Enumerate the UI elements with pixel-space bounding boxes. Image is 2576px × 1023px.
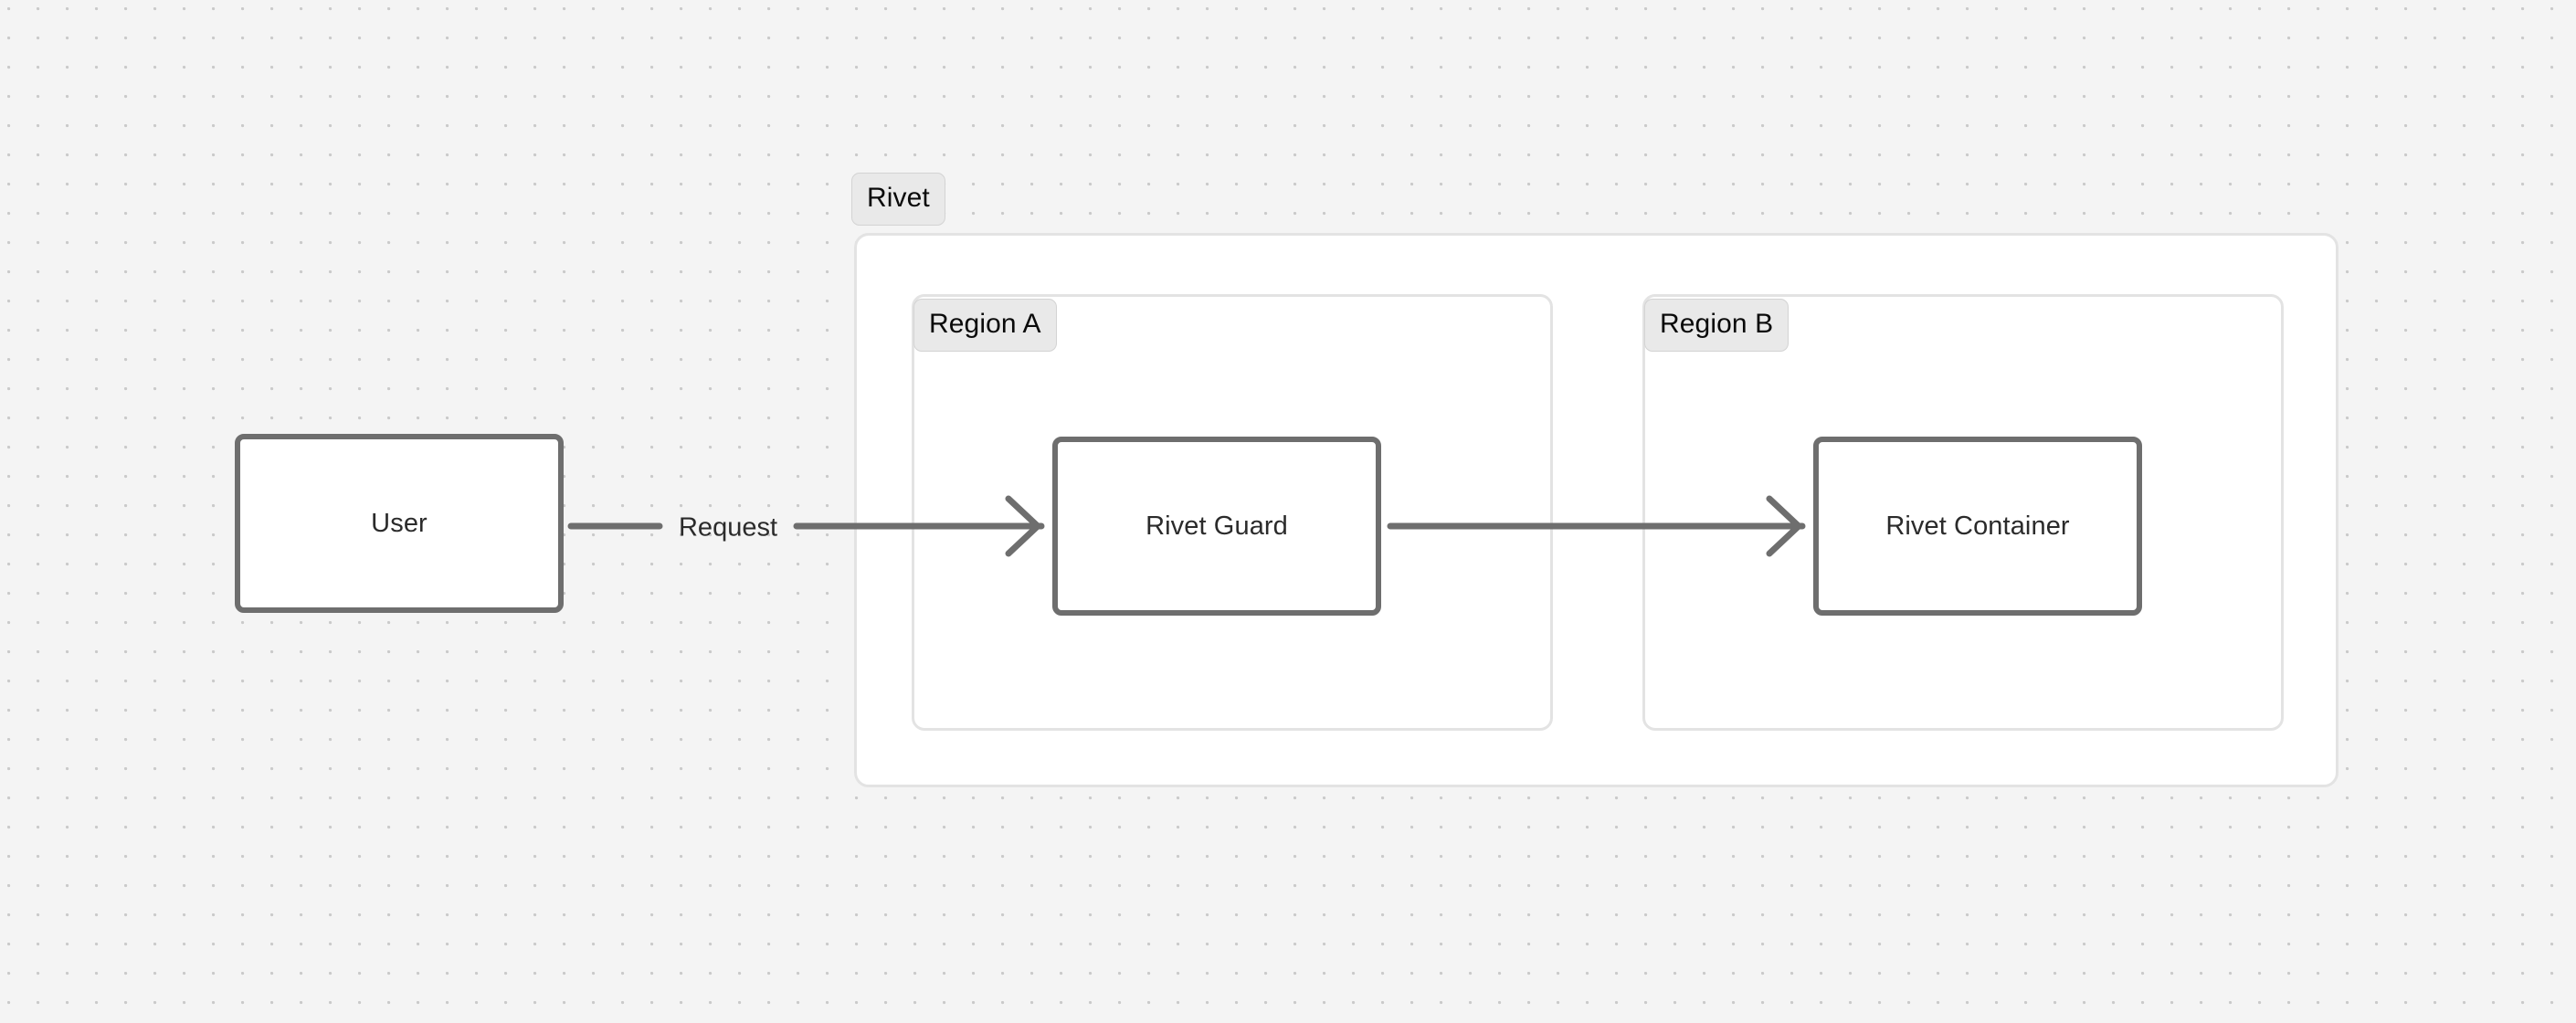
node-user[interactable]: User: [235, 434, 564, 613]
node-user-label: User: [371, 508, 428, 538]
group-region-a-label: Region A: [913, 299, 1057, 352]
group-region-b-label: Region B: [1644, 299, 1789, 352]
edge-label-request: Request: [678, 512, 778, 543]
node-rivet-container[interactable]: Rivet Container: [1813, 437, 2142, 616]
node-rivet-guard[interactable]: Rivet Guard: [1052, 437, 1381, 616]
group-rivet-label: Rivet: [851, 173, 945, 226]
node-rivet-container-label: Rivet Container: [1885, 511, 2070, 541]
node-rivet-guard-label: Rivet Guard: [1145, 511, 1288, 541]
